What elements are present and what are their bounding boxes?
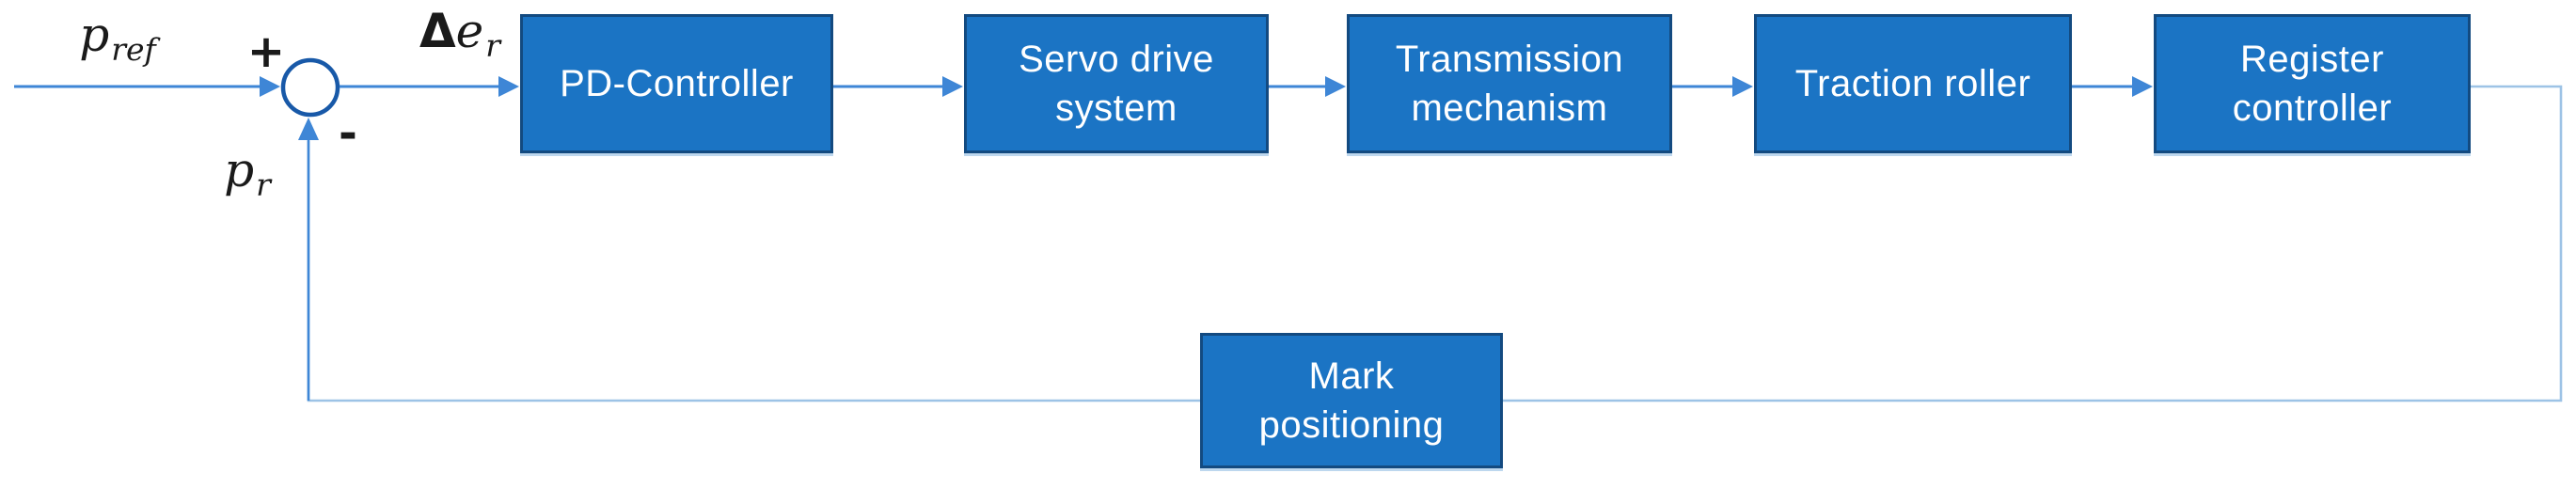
summing-junction bbox=[280, 57, 340, 118]
signal-label-p-r: pr bbox=[224, 143, 271, 203]
signal-label-p-ref: pref bbox=[79, 8, 156, 68]
error-arrowhead bbox=[498, 76, 519, 97]
plus-sign: + bbox=[246, 25, 286, 78]
arrowhead-traction-to-register bbox=[2132, 76, 2153, 97]
block-pd-controller: PD-Controller bbox=[520, 14, 833, 153]
block-register-controller: Register controller bbox=[2154, 14, 2471, 153]
arrowhead-transmission-to-traction bbox=[1732, 76, 1753, 97]
p-r-subscript: r bbox=[256, 166, 271, 203]
block-transmission-mechanism: Transmission mechanism bbox=[1347, 14, 1672, 153]
block-servo-drive-system: Servo drive system bbox=[964, 14, 1269, 153]
error-subscript: r bbox=[485, 27, 501, 64]
arrowhead-pd-to-servo bbox=[942, 76, 963, 97]
signal-label-delta-e-r: Δer bbox=[419, 4, 500, 64]
block-traction-roller: Traction roller bbox=[1754, 14, 2072, 153]
block-mark-positioning: Mark positioning bbox=[1200, 333, 1503, 468]
minus-sign: - bbox=[339, 107, 357, 160]
feedback-arrowhead bbox=[298, 118, 319, 140]
error-base: e bbox=[455, 4, 484, 58]
p-ref-subscript: ref bbox=[111, 31, 156, 68]
input-arrowhead bbox=[260, 76, 280, 97]
delta-symbol: Δ bbox=[419, 4, 456, 58]
arrowhead-servo-to-transmission bbox=[1325, 76, 1346, 97]
p-r-base: p bbox=[224, 143, 255, 197]
p-ref-base: p bbox=[79, 8, 110, 62]
